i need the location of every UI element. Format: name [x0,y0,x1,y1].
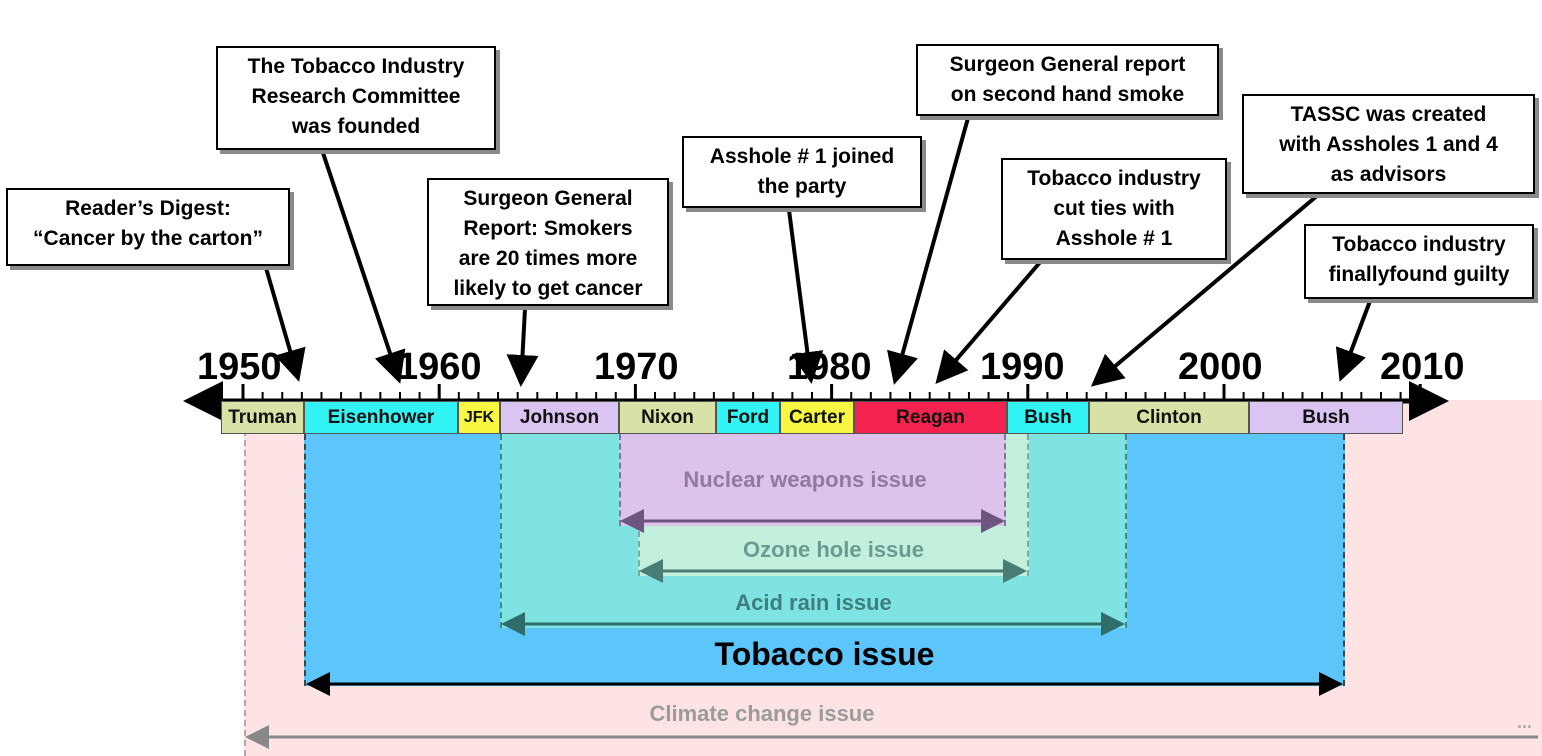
term-bush-sr: Bush [1007,401,1089,434]
pointer-guilty [1335,300,1372,382]
pointer-sg-report [506,308,539,387]
climate-change-label: Climate change issue [649,701,875,726]
pointer-readers-digest [264,267,306,382]
pointer-cut-ties [935,258,1044,385]
ozone-label: Ozone hole issue [743,537,924,562]
callout-guilty: Tobacco industry finallyfound guilty [1304,224,1534,299]
term-bush-jr: Bush [1249,401,1403,434]
term-clinton: Clinton [1089,401,1249,434]
term-truman: Truman [221,401,304,434]
year-1980: 1980 [787,346,872,388]
term-reagan: Reagan [854,401,1007,434]
callout-asshole-joined: Asshole # 1 joined the party [682,136,922,208]
callout-sg-report-1964: Surgeon General Report: Smokers are 20 t… [427,178,669,306]
callout-tirc: The Tobacco Industry Research Committee … [216,46,496,150]
term-johnson: Johnson [500,401,619,434]
acid-rain-label: Acid rain issue [735,590,892,615]
term-carter: Carter [780,401,854,434]
pointer-tassc [1090,193,1320,387]
term-jfk: JFK [458,401,500,434]
year-1950: 1950 [197,346,282,388]
callout-readers-digest: Reader’s Digest: “Cancer by the carton” [6,188,290,266]
pointer-second-hand [887,117,970,385]
pointer-asshole-joined [787,209,824,384]
tobacco-label: Tobacco issue [714,636,935,672]
year-1960: 1960 [397,346,482,388]
year-1970: 1970 [594,346,679,388]
climate-ellipsis: ... [1517,712,1533,732]
year-2010: 2010 [1380,346,1465,388]
year-2000: 2000 [1178,346,1263,388]
callout-cut-ties: Tobacco industry cut ties with Asshole #… [1001,158,1227,260]
term-nixon: Nixon [619,401,716,434]
pointer-tirc [320,149,406,384]
year-1990: 1990 [980,346,1065,388]
callout-tassc: TASSC was created with Assholes 1 and 4 … [1242,94,1535,194]
term-ford: Ford [716,401,780,434]
nuclear-label: Nuclear weapons issue [683,467,927,492]
callout-sg-second-hand: Surgeon General report on second hand sm… [916,44,1219,116]
term-eisenhower: Eisenhower [304,401,458,434]
